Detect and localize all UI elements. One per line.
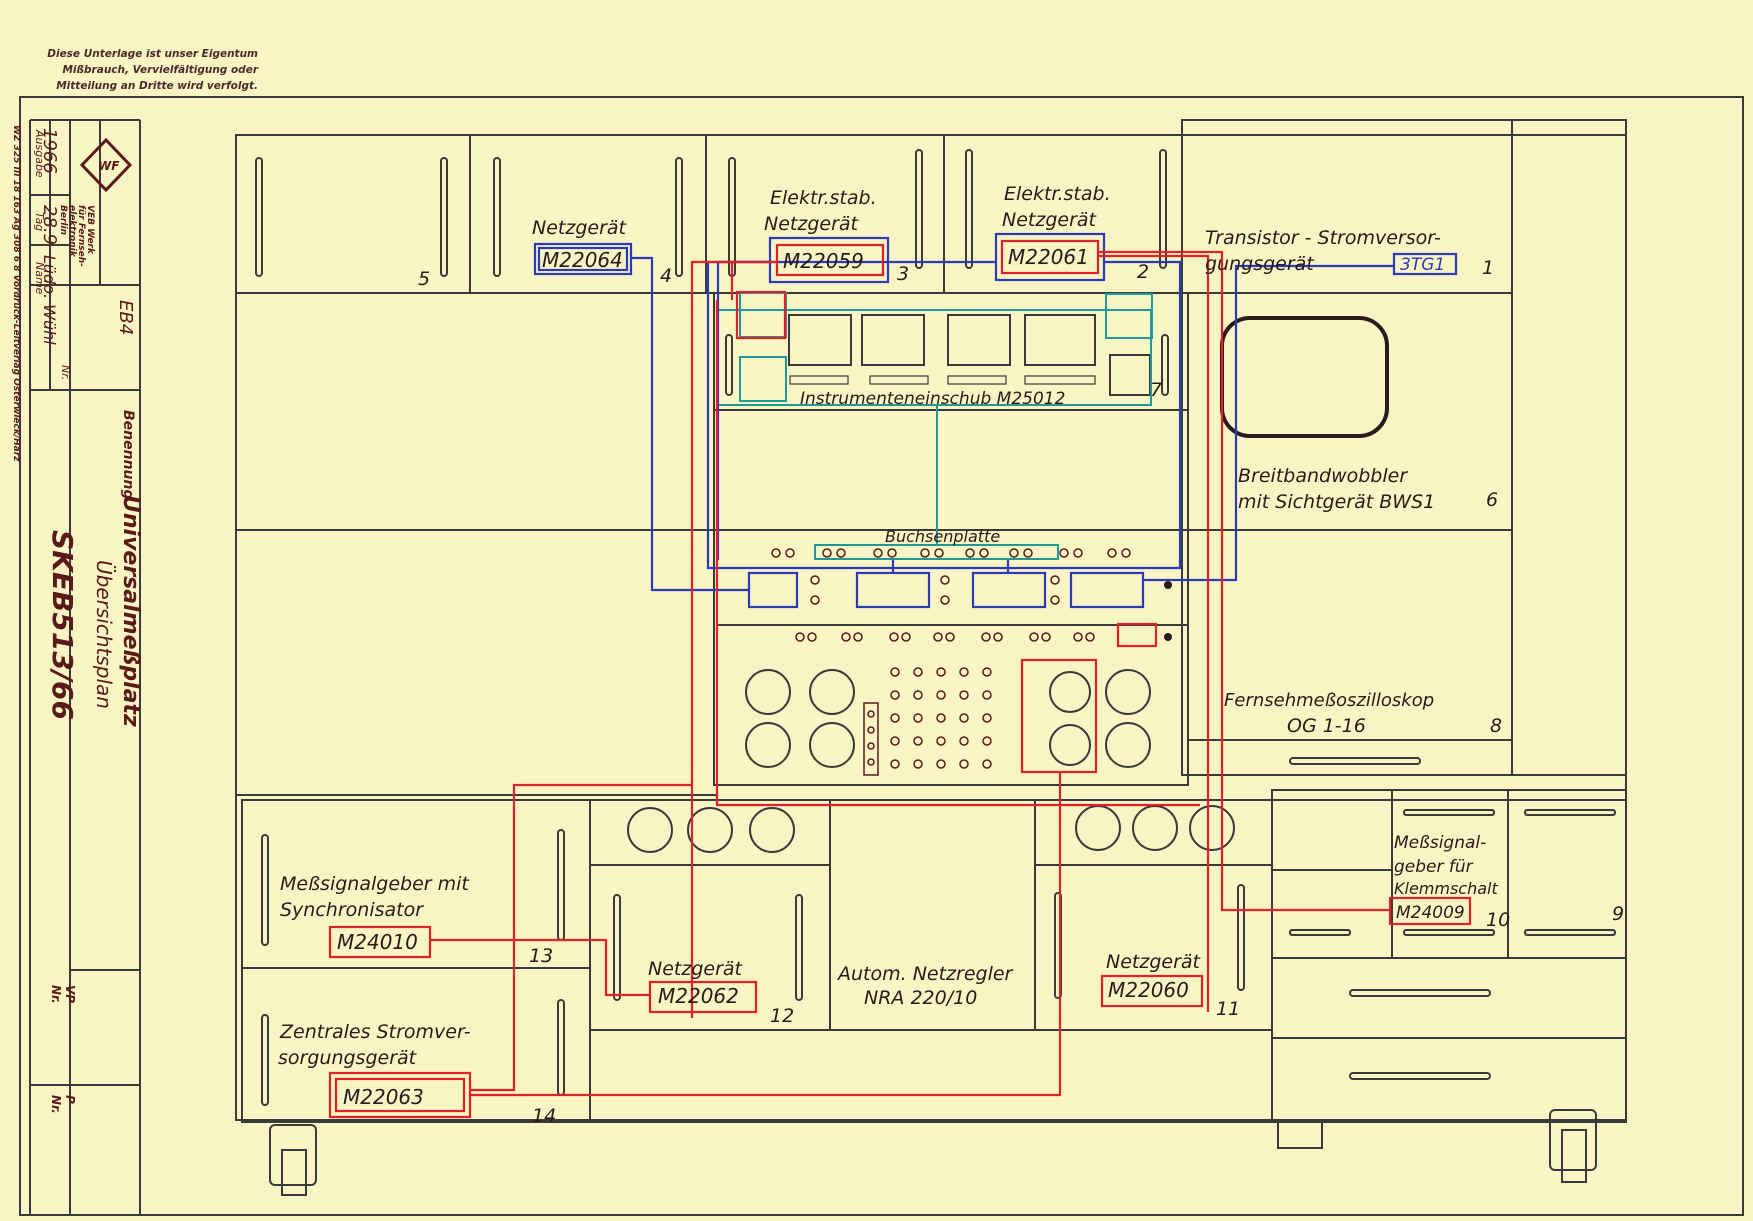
meter-scales	[789, 375, 1096, 385]
unit-14-name2: sorgungsgerät	[278, 1047, 418, 1069]
red-wiring	[328, 239, 1472, 1119]
unit-11-name: Netzgerät	[1106, 951, 1202, 973]
notice-line-1: Diese Unterlage ist unser Eigentum	[47, 48, 258, 60]
drawing-subtitle: Übersichtsplan	[92, 560, 116, 709]
unit-13-name: Meßsignalgeber mit	[280, 873, 470, 895]
unit-7-name: Instrumenteneinschub M25012	[800, 389, 1065, 409]
benennung-label: Benennung	[120, 410, 136, 500]
company-line-3: elektronik	[67, 205, 77, 258]
drawing-number: SKEB513/66	[46, 530, 79, 720]
drawing-title: Universalmeßplatz	[118, 495, 143, 727]
unit-1-model: 3TG1	[1400, 255, 1445, 275]
unit-5-number: 5	[418, 268, 430, 290]
handle-slots	[255, 149, 1616, 1106]
unit-13-number: 13	[529, 945, 553, 967]
unit-2-model: M22061	[1008, 245, 1089, 269]
p-nr-label: Nr.	[49, 1095, 63, 1114]
company-logo: WF	[79, 137, 133, 193]
blue-wiring	[533, 232, 1458, 609]
unit-10-number: 10	[1486, 909, 1510, 931]
unit-10-model: M24009	[1396, 903, 1465, 923]
unit-8-name: Fernsehmeßoszilloskop	[1224, 690, 1434, 711]
unit-12-name: Netzgerät	[648, 958, 744, 980]
jack-markers	[1164, 581, 1172, 641]
print-info: WZ 325 III 18 163 Ag 308 6 8 Vordruck-Le…	[11, 125, 21, 462]
unit-11-model: M22060	[1108, 978, 1189, 1002]
buchsenplatte-label: Buchsenplatte	[885, 527, 1000, 546]
unit-3-number: 3	[897, 263, 909, 285]
unit-1-number: 1	[1482, 257, 1494, 279]
code-value: EB4	[115, 300, 136, 335]
unit-11-number: 11	[1216, 998, 1240, 1020]
nr-label: Nr.	[59, 365, 72, 380]
unit-3-name: Elektr.stab.	[770, 187, 877, 209]
unit-4-name: Netzgerät	[532, 217, 628, 239]
unit-13-name2: Synchronisator	[280, 899, 424, 921]
unit-2-name2: Netzgerät	[1002, 209, 1098, 231]
unit-4-number: 4	[660, 265, 672, 287]
unit-3-model: M22059	[783, 249, 864, 273]
unit-6-number: 6	[1486, 489, 1498, 511]
company-line-4: Berlin	[58, 205, 68, 235]
unit-10-name: Meßsignal-	[1394, 833, 1486, 853]
unit-2-number: 2	[1137, 261, 1149, 283]
unit-6-name: Breitbandwobbler	[1238, 465, 1408, 487]
unit-8-name2: OG 1-16	[1287, 715, 1366, 737]
ausgabe-label: Ausgabe	[33, 129, 46, 178]
tag-label: Tag	[33, 212, 46, 231]
unit-13-model: M24010	[337, 930, 418, 954]
name-label: Name	[33, 262, 46, 295]
unit-14-name: Zentrales Stromver-	[279, 1021, 471, 1043]
regler-name: Autom. Netzregler	[836, 963, 1014, 985]
unit-14-model: M22063	[343, 1085, 424, 1109]
unit-1-name2: gungsgerät	[1205, 253, 1315, 275]
notice-line-2: Mißbrauch, Vervielfältigung oder	[62, 64, 258, 76]
vp-label: VP	[63, 985, 77, 1003]
regler-name2: NRA 220/10	[864, 987, 977, 1009]
unit-6-name2: mit Sichtgerät BWS1	[1238, 491, 1435, 513]
instrument-meters	[788, 314, 1151, 396]
company-line-1: VEB Werk	[85, 205, 95, 255]
unit-12-number: 12	[770, 1005, 794, 1027]
name-value: Lüdo. Wühl	[40, 255, 59, 345]
notice-line-3: Mitteilung an Dritte wird verfolgt.	[56, 80, 258, 92]
vp-nr-label: Nr.	[49, 985, 63, 1004]
connector-grid	[771, 548, 1131, 776]
unit-2-name: Elektr.stab.	[1004, 183, 1111, 205]
bench-knobs	[627, 669, 1235, 853]
teal-panel	[716, 292, 1153, 560]
oscilloscope-screen	[1220, 316, 1389, 438]
unit-8-number: 8	[1490, 715, 1502, 737]
copyright-notice: Diese Unterlage ist unser Eigentum Mißbr…	[18, 46, 258, 94]
year-value: 1966	[39, 128, 60, 174]
unit-10-name2: geber für	[1394, 857, 1474, 877]
unit-12-model: M22062	[658, 984, 739, 1008]
unit-4-model: M22064	[542, 248, 623, 272]
unit-10-name3: Klemmschalt	[1394, 879, 1498, 898]
day-value: 28.9	[39, 205, 60, 245]
svg-text:WF: WF	[98, 159, 120, 173]
unit-3-name2: Netzgerät	[764, 213, 860, 235]
rack-outline	[235, 119, 1627, 1196]
unit-7-number: 7	[1150, 379, 1162, 401]
unit-14-number: 14	[532, 1105, 556, 1127]
drawing-frame	[19, 96, 1744, 1216]
unit-1-name: Transistor - Stromversor-	[1205, 227, 1441, 249]
p-label: P	[63, 1095, 77, 1104]
unit-9-number: 9	[1612, 903, 1624, 925]
company-line-2: für Fernseh-	[76, 205, 86, 267]
